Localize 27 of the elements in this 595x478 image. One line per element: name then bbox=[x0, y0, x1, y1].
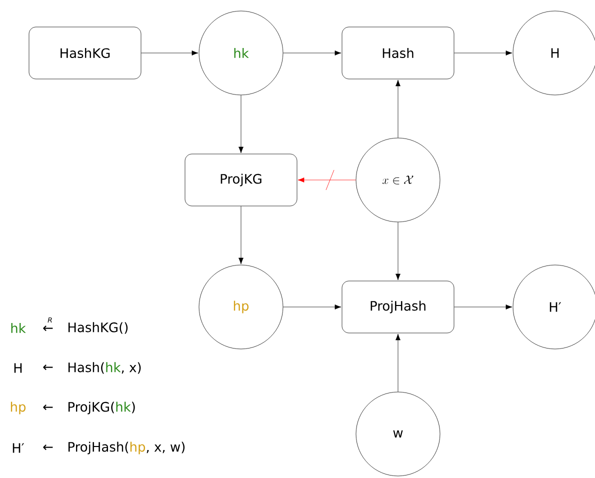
assign-arrow: ← bbox=[43, 326, 53, 332]
formula-text: Hash( hk, x) bbox=[68, 362, 141, 374]
arrow bbox=[283, 304, 342, 310]
variable-label: hp bbox=[10, 402, 26, 414]
assign-arrow: ← bbox=[43, 404, 53, 410]
process-box: ProjKG bbox=[184, 154, 298, 206]
arrow bbox=[141, 50, 198, 56]
variable-label: hk bbox=[11, 323, 26, 333]
arrow bbox=[396, 334, 400, 392]
process-box: ProjHash bbox=[342, 280, 454, 334]
arrow bbox=[454, 50, 512, 56]
variable-label: H bbox=[14, 363, 22, 373]
formula-text: ProjKG( hk) bbox=[68, 402, 135, 414]
process-box: HashKG bbox=[28, 26, 142, 80]
formula-text: ProjHash( hp, x, w) bbox=[68, 442, 185, 454]
assign-arrow: ← bbox=[43, 444, 53, 450]
arrow bbox=[238, 95, 244, 154]
arrow bbox=[396, 80, 400, 138]
arrow bbox=[283, 50, 342, 56]
arrow bbox=[238, 206, 244, 264]
formula-text: HashKG() bbox=[68, 322, 128, 334]
variable-label: H′ bbox=[12, 443, 24, 453]
assign-arrow: ← bbox=[43, 364, 53, 370]
arrow bbox=[396, 222, 400, 280]
process-box: Hash bbox=[342, 26, 454, 80]
arrow bbox=[454, 304, 512, 310]
arrow bbox=[298, 170, 356, 190]
